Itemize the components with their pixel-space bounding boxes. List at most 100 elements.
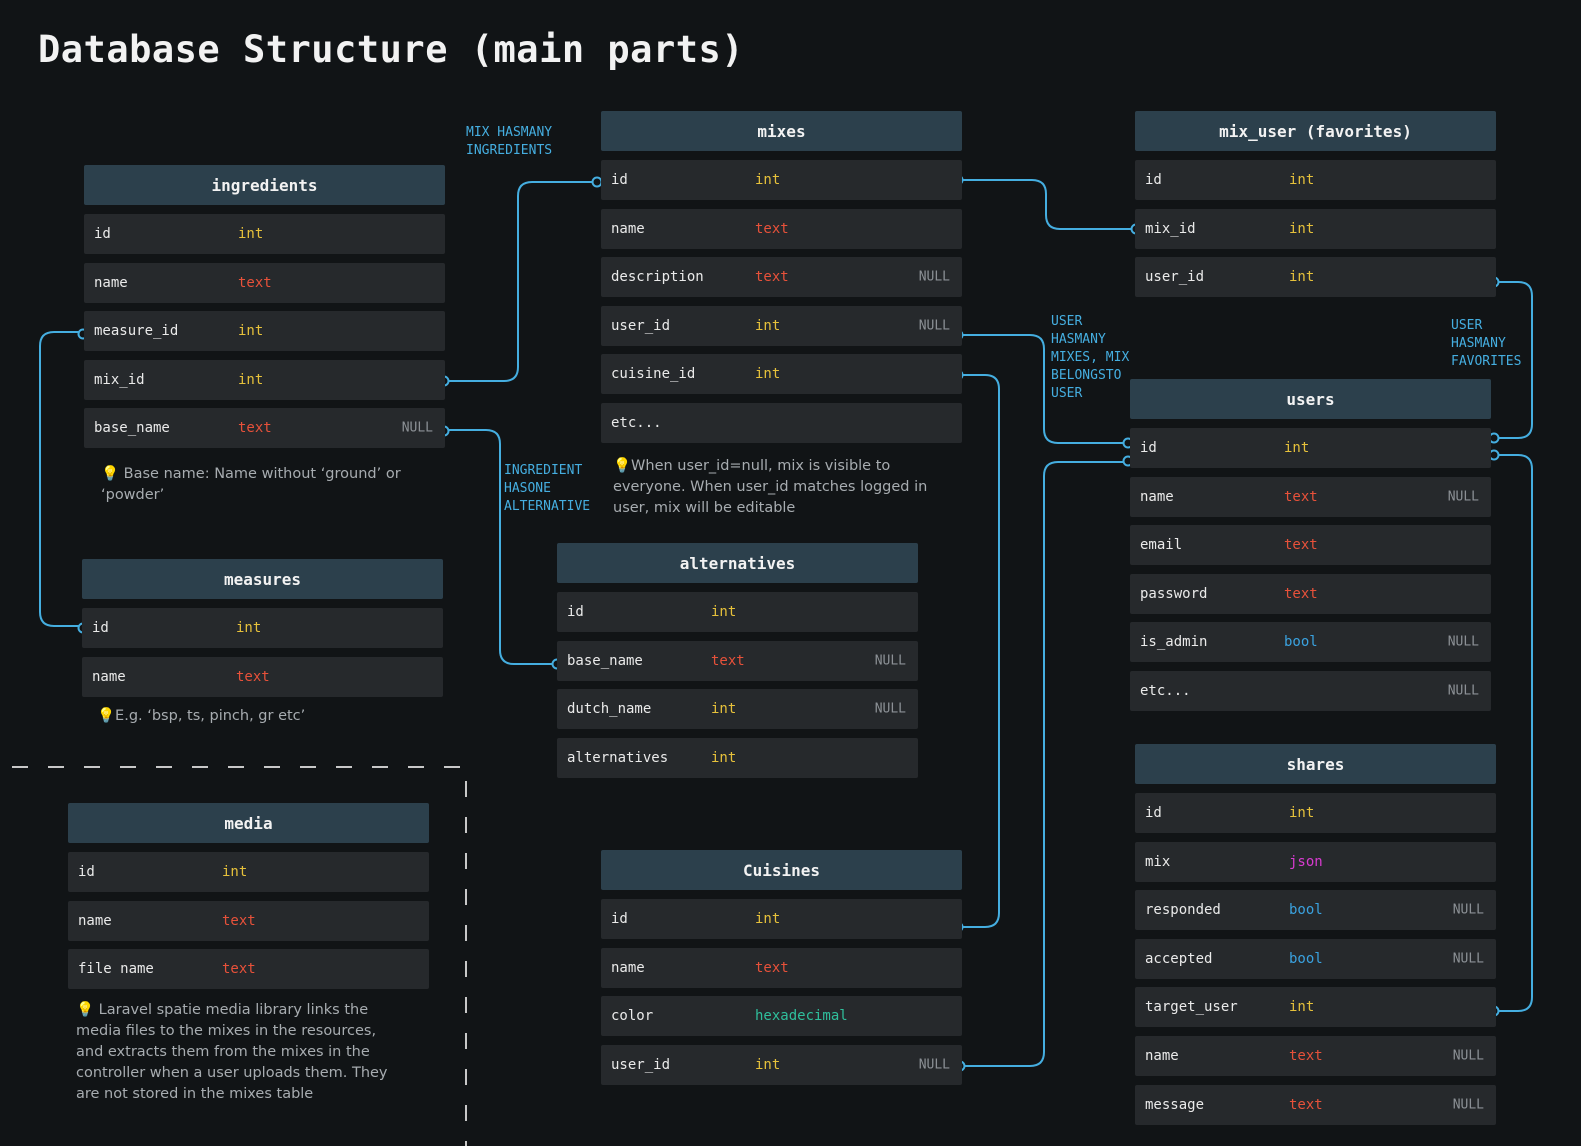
table-row: etc... bbox=[601, 402, 962, 443]
table-header: alternatives bbox=[557, 543, 918, 583]
field-name: id bbox=[611, 172, 628, 188]
field-nullable: NULL bbox=[918, 318, 950, 334]
field-name: color bbox=[611, 1008, 654, 1025]
table-row: id int bbox=[1130, 428, 1491, 468]
field-nullable: NULL bbox=[874, 653, 906, 669]
field-type: bool bbox=[1284, 634, 1318, 651]
field-nullable: NULL bbox=[1452, 902, 1484, 918]
table-row: id int bbox=[601, 899, 962, 939]
field-type: int bbox=[711, 749, 737, 766]
field-name: user_id bbox=[611, 1056, 671, 1073]
wire-favorite-mix bbox=[958, 179, 1135, 230]
field-name: id bbox=[567, 604, 584, 620]
field-type: text bbox=[711, 652, 745, 669]
field-type: text bbox=[222, 912, 256, 929]
field-name: id bbox=[92, 620, 109, 636]
field-type: int bbox=[755, 911, 781, 927]
field-name: name bbox=[92, 668, 126, 685]
field-name: responded bbox=[1145, 902, 1221, 919]
field-type: int bbox=[1289, 220, 1315, 237]
table-row: id int bbox=[68, 852, 429, 892]
table-header: Cuisines bbox=[601, 850, 962, 890]
field-type: int bbox=[1289, 999, 1315, 1016]
field-name: name bbox=[1145, 1047, 1179, 1064]
field-type: json bbox=[1289, 853, 1323, 870]
field-name: is_admin bbox=[1140, 634, 1208, 651]
field-nullable: NULL bbox=[1452, 1097, 1484, 1113]
table-header: mix_user (favorites) bbox=[1135, 111, 1496, 151]
field-type: text bbox=[1289, 1096, 1323, 1113]
field-name: id bbox=[78, 864, 95, 880]
field-nullable: NULL bbox=[918, 1057, 950, 1073]
table-row: id int bbox=[601, 160, 962, 200]
table-row: password text bbox=[1130, 573, 1491, 614]
note-measures: 💡E.g. ‘bsp, ts, pinch, gr etc’ bbox=[97, 708, 306, 724]
field-nullable: NULL bbox=[1447, 634, 1479, 650]
field-type: int bbox=[755, 1056, 781, 1073]
field-type: text bbox=[1284, 537, 1318, 554]
field-type: text bbox=[238, 420, 272, 437]
field-type: bool bbox=[1289, 950, 1323, 967]
field-name: measure_id bbox=[94, 323, 179, 340]
field-nullable: NULL bbox=[401, 420, 433, 436]
field-name: file name bbox=[78, 961, 154, 978]
field-type: int bbox=[711, 604, 737, 620]
field-type: text bbox=[1289, 1047, 1323, 1064]
table-header: ingredients bbox=[84, 165, 445, 205]
field-name: etc... bbox=[611, 414, 662, 431]
field-type: text bbox=[1284, 585, 1318, 602]
field-name: id bbox=[1145, 172, 1162, 188]
field-type: int bbox=[1284, 440, 1310, 456]
wire-share-user bbox=[1494, 454, 1533, 1012]
field-name: cuisine_id bbox=[611, 366, 696, 383]
table-row: id int bbox=[557, 592, 918, 632]
field-name: mix_id bbox=[94, 371, 145, 388]
field-type: text bbox=[238, 274, 272, 291]
field-name: id bbox=[1140, 440, 1157, 456]
field-name: name bbox=[94, 274, 128, 291]
field-name: base_name bbox=[567, 652, 643, 669]
field-name: description bbox=[611, 269, 704, 286]
field-name: email bbox=[1140, 537, 1183, 554]
field-type: int bbox=[222, 864, 248, 880]
field-type: text bbox=[236, 668, 270, 685]
field-type: int bbox=[1289, 805, 1315, 821]
field-type: int bbox=[755, 172, 781, 188]
field-nullable: NULL bbox=[874, 701, 906, 717]
field-name: id bbox=[611, 911, 628, 927]
field-name: name bbox=[611, 959, 645, 976]
table-row: name text bbox=[84, 262, 445, 303]
wire-mix-ingredients bbox=[441, 181, 597, 382]
field-nullable: NULL bbox=[1447, 683, 1479, 699]
field-name: password bbox=[1140, 585, 1208, 602]
field-type: int bbox=[236, 620, 262, 636]
table-measures: measures id int name text bbox=[82, 559, 443, 705]
table-row: is_admin bool NULL bbox=[1130, 622, 1491, 663]
table-header: measures bbox=[82, 559, 443, 599]
field-type: int bbox=[238, 226, 264, 242]
page-title: Database Structure (main parts) bbox=[38, 28, 745, 71]
field-type: int bbox=[1289, 172, 1315, 188]
field-name: etc... bbox=[1140, 682, 1191, 699]
note-ingredients: 💡 Base name: Name without ‘ground’ or ‘p… bbox=[101, 466, 401, 503]
table-row: email text bbox=[1130, 525, 1491, 566]
